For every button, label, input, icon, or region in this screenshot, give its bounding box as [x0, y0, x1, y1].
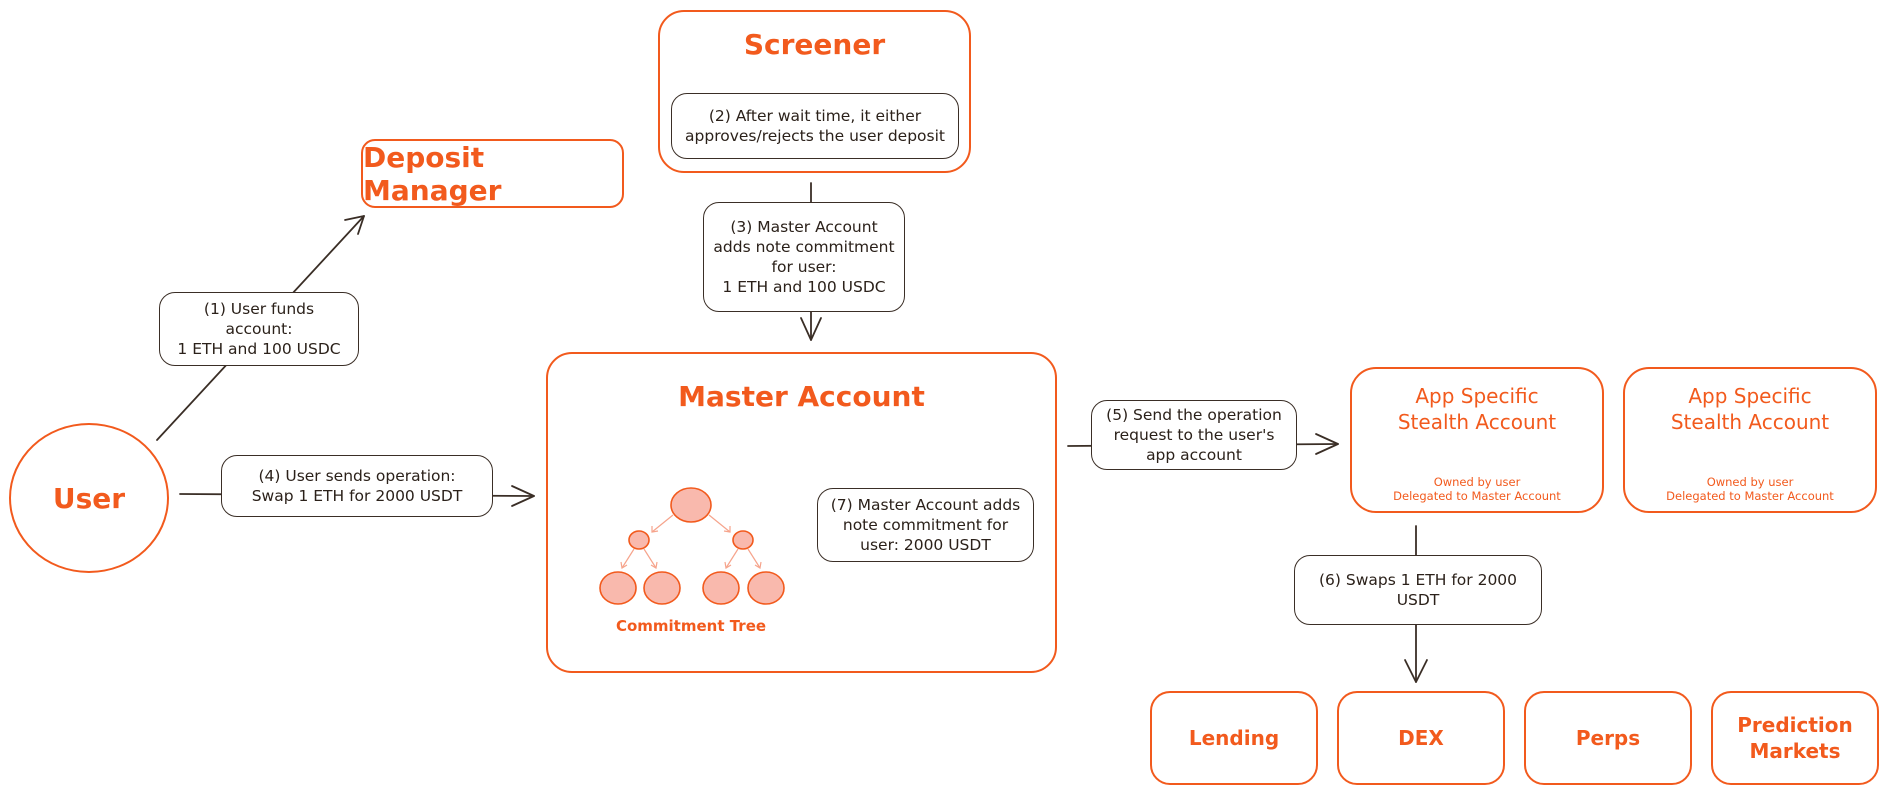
master-account-title: Master Account	[678, 380, 925, 413]
tree-mid-left-node	[628, 530, 650, 550]
app-box-perps: Perps	[1524, 691, 1692, 785]
tree-mid-right-node	[732, 530, 754, 550]
tree-leaf-node	[747, 571, 785, 605]
stealth-account-title: App Specific Stealth Account	[1670, 384, 1830, 434]
step2-note: (2) After wait time, it either approves/…	[671, 93, 959, 159]
tree-root-node	[670, 487, 712, 523]
step1-note: (1) User funds account: 1 ETH and 100 US…	[159, 292, 359, 366]
tree-leaf-node	[702, 571, 740, 605]
app-label: Perps	[1575, 726, 1641, 750]
tree-leaf-node	[643, 571, 681, 605]
app-label: DEX	[1398, 726, 1444, 750]
stealth-delegation-text: Delegated to Master Account	[1666, 489, 1834, 503]
tree-leaf-node	[599, 571, 637, 605]
stealth-owner-text: Owned by user	[1706, 475, 1794, 489]
step7-note: (7) Master Account adds note commitment …	[817, 488, 1034, 562]
step3-note: (3) Master Account adds note commitment …	[703, 202, 905, 312]
stealth-delegation-text: Delegated to Master Account	[1393, 489, 1561, 503]
app-label: Prediction Markets	[1737, 713, 1853, 763]
user-node: User	[9, 423, 169, 573]
user-title: User	[52, 481, 126, 515]
app-box-dex: DEX	[1337, 691, 1505, 785]
step4-note: (4) User sends operation: Swap 1 ETH for…	[221, 455, 493, 517]
stealth-account-box-2: App Specific Stealth Account Owned by us…	[1623, 367, 1877, 513]
app-box-prediction-markets: Prediction Markets	[1711, 691, 1879, 785]
screener-title: Screener	[743, 28, 886, 61]
deposit-manager-title: Deposit Manager	[363, 140, 502, 207]
app-box-lending: Lending	[1150, 691, 1318, 785]
step6-note: (6) Swaps 1 ETH for 2000 USDT	[1294, 555, 1542, 625]
stealth-account-box-1: App Specific Stealth Account Owned by us…	[1350, 367, 1604, 513]
app-label: Lending	[1188, 726, 1280, 750]
commitment-tree-label: Commitment Tree	[615, 617, 767, 635]
stealth-account-title: App Specific Stealth Account	[1397, 384, 1557, 434]
stealth-owner-text: Owned by user	[1433, 475, 1521, 489]
deposit-manager-box: Deposit Manager	[361, 139, 624, 208]
step5-note: (5) Send the operation request to the us…	[1091, 400, 1297, 470]
